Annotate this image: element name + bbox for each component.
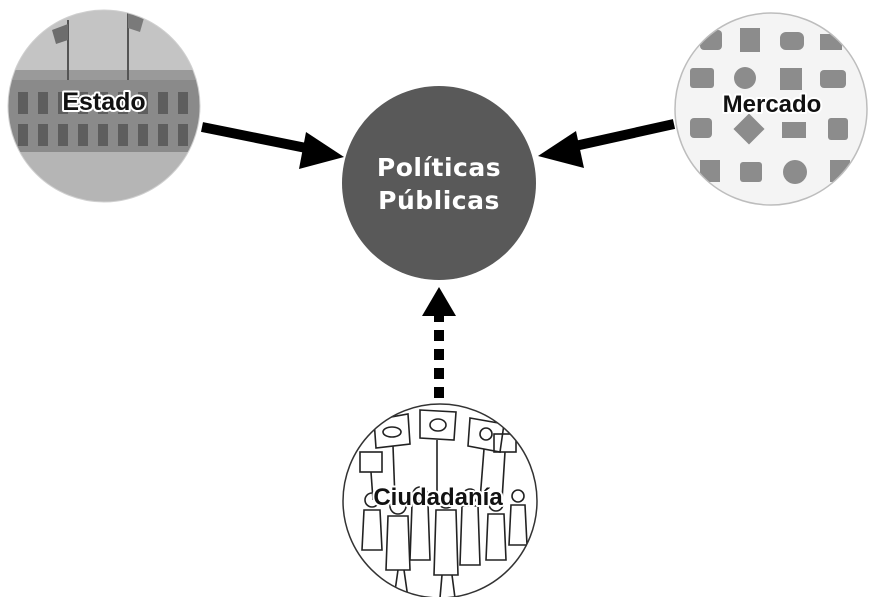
mercado-node: Mercado bbox=[674, 12, 868, 206]
center-circle bbox=[342, 86, 536, 280]
estado-node: Estado bbox=[7, 9, 201, 203]
mercado-label: Mercado bbox=[723, 91, 822, 118]
arrow-ciudadania-to-center-dashed bbox=[422, 287, 456, 398]
politicas-publicas-node: Políticas Públicas bbox=[342, 86, 536, 280]
arrow-estado-to-center bbox=[201, 122, 344, 169]
estado-label: Estado bbox=[62, 88, 145, 116]
center-label-line2: Públicas bbox=[378, 186, 500, 215]
ciudadania-label: Ciudadanía bbox=[373, 484, 503, 511]
center-label-line1: Políticas bbox=[377, 153, 501, 182]
ciudadania-node: Ciudadanía bbox=[342, 403, 538, 597]
industry-icons-image bbox=[675, 13, 867, 205]
arrow-mercado-to-center bbox=[538, 119, 676, 168]
crowd-drawing-image bbox=[343, 404, 537, 597]
